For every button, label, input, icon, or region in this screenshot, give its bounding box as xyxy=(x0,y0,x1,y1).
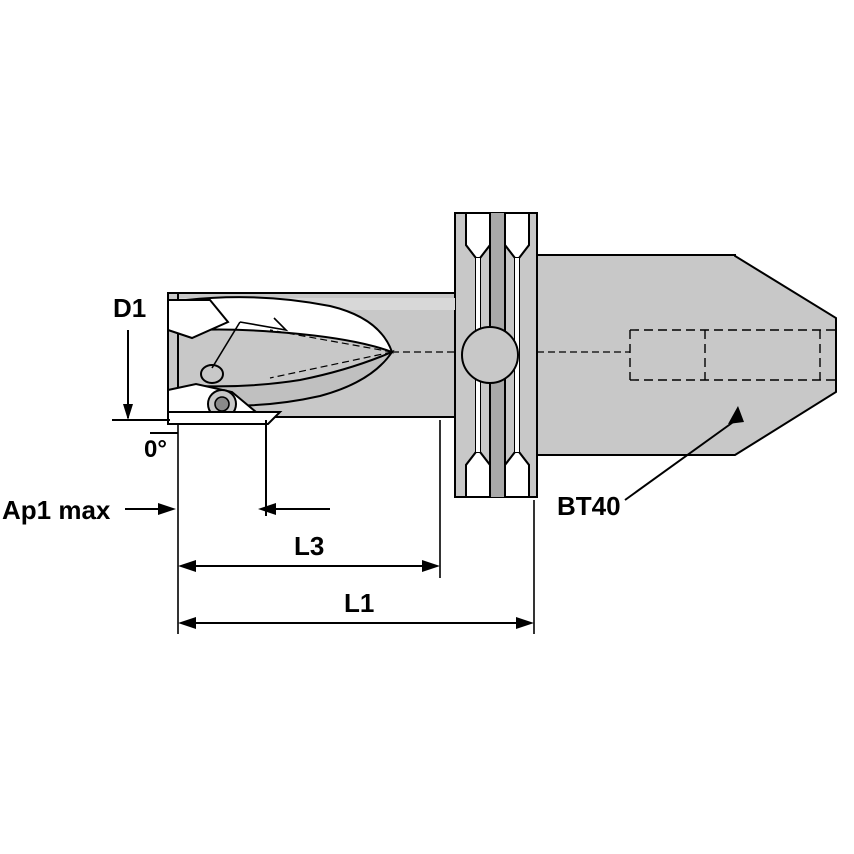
l1-label: L1 xyxy=(344,588,374,618)
d1-arrow-down xyxy=(123,404,133,420)
bt40-leader-arrow xyxy=(728,406,744,424)
groove-bottom-notch xyxy=(465,451,491,498)
angle-callout: 0° xyxy=(144,432,178,463)
ap1-max-label: Ap1 max xyxy=(2,495,111,525)
callout-bt40: BT40 xyxy=(557,406,744,521)
bt40-taper-shank xyxy=(536,254,837,456)
coolant-channel-upper xyxy=(269,329,393,353)
flange-bore-circle xyxy=(461,326,519,384)
bt40-label: BT40 xyxy=(557,491,621,521)
groove-top-notch-2 xyxy=(504,212,530,259)
clamp-screw-torx xyxy=(214,396,230,412)
l1-arrow-left xyxy=(178,617,196,629)
groove-bottom-notch-2 xyxy=(504,451,530,498)
angle-label: 0° xyxy=(144,436,167,463)
coolant-channel-lower xyxy=(269,351,393,379)
d1-label: D1 xyxy=(113,293,146,323)
dimension-l3: L3 xyxy=(177,420,441,578)
taper-shank-outline xyxy=(536,254,837,456)
bt40-leader-line xyxy=(624,419,737,501)
dimension-d1: D1 xyxy=(112,293,170,421)
l3-arrow-right xyxy=(422,560,440,572)
screw-leader-arrow xyxy=(239,317,289,332)
v-flange-groove xyxy=(454,212,538,498)
dimension-l1: L1 xyxy=(177,500,535,634)
l3-arrow-left xyxy=(178,560,196,572)
screw-hole-upper xyxy=(200,364,224,384)
dimension-ap1-max: Ap1 max xyxy=(2,420,330,525)
cutting-head xyxy=(167,292,289,425)
insert-front xyxy=(167,299,230,340)
l1-arrow-right xyxy=(516,617,534,629)
ap1-arrow-right xyxy=(158,503,176,515)
tool-assembly xyxy=(167,212,837,498)
groove-top-notch xyxy=(465,212,491,259)
head-undercut xyxy=(167,411,283,425)
screw-leader-line xyxy=(211,321,241,369)
dimension-annotations: D1 0° Ap1 max xyxy=(2,293,744,634)
l3-label: L3 xyxy=(294,531,324,561)
